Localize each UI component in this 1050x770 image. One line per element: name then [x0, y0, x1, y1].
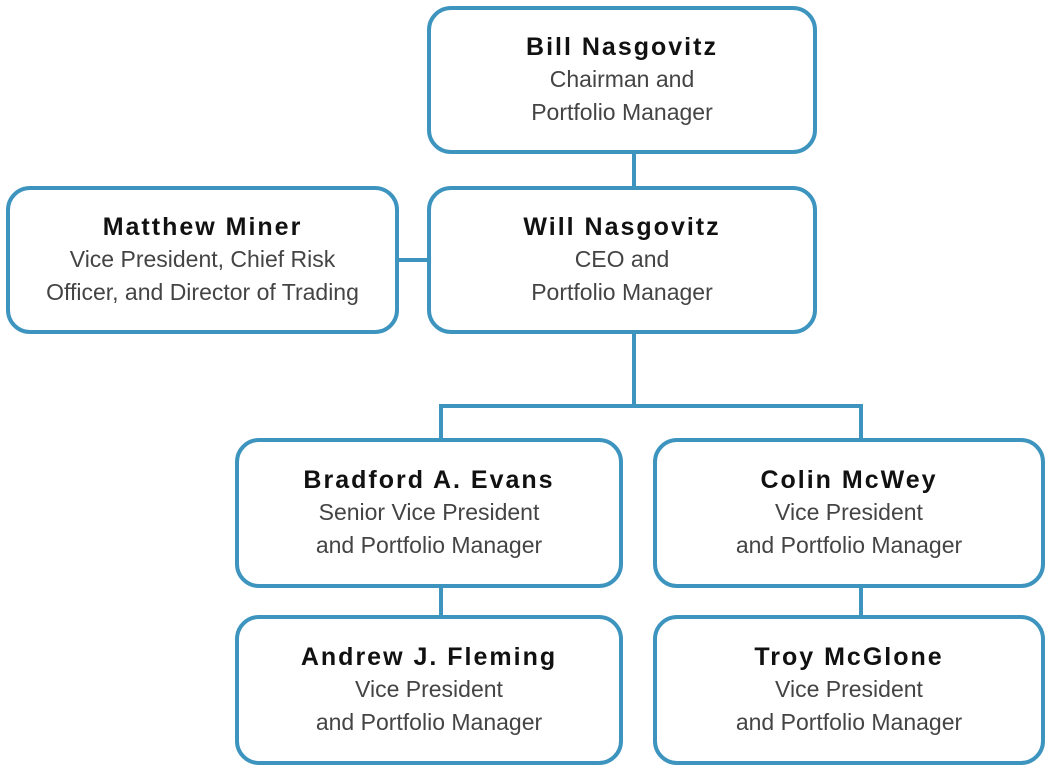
node-name: Will Nasgovitz — [523, 213, 721, 241]
node-name: Colin McWey — [760, 466, 938, 494]
node-andrew-fleming: Andrew J. Fleming Vice President and Por… — [235, 615, 623, 765]
node-title-line-1: Vice President, Chief Risk — [69, 246, 336, 272]
node-will-nasgovitz: Will Nasgovitz CEO and Portfolio Manager — [427, 186, 817, 334]
node-title-line-1: Vice President — [355, 676, 503, 702]
node-title-line-2: and Portfolio Manager — [735, 709, 963, 735]
node-name: Matthew Miner — [102, 213, 303, 241]
node-title-line-2: Portfolio Manager — [531, 99, 713, 125]
node-bill-nasgovitz: Bill Nasgovitz Chairman and Portfolio Ma… — [427, 6, 817, 154]
node-name: Troy McGlone — [754, 643, 944, 671]
node-name: Andrew J. Fleming — [300, 643, 558, 671]
node-title-line-2: and Portfolio Manager — [315, 709, 543, 735]
node-title-line-2: Officer, and Director of Trading — [46, 279, 359, 305]
node-title-line-1: CEO and — [574, 246, 670, 272]
node-troy-mcglone: Troy McGlone Vice President and Portfoli… — [653, 615, 1045, 765]
node-title-line-2: Portfolio Manager — [531, 279, 713, 305]
node-colin-mcwey: Colin McWey Vice President and Portfolio… — [653, 438, 1045, 588]
node-name: Bradford A. Evans — [303, 466, 555, 494]
node-title-line-1: Vice President — [775, 676, 923, 702]
node-title-line-1: Chairman and — [549, 66, 695, 92]
node-title-line-2: and Portfolio Manager — [735, 532, 963, 558]
node-matthew-miner: Matthew Miner Vice President, Chief Risk… — [6, 186, 399, 334]
node-title-line-1: Senior Vice President — [318, 499, 540, 525]
node-title-line-2: and Portfolio Manager — [315, 532, 543, 558]
node-title-line-1: Vice President — [775, 499, 923, 525]
node-bradford-evans: Bradford A. Evans Senior Vice President … — [235, 438, 623, 588]
node-name: Bill Nasgovitz — [526, 33, 718, 61]
